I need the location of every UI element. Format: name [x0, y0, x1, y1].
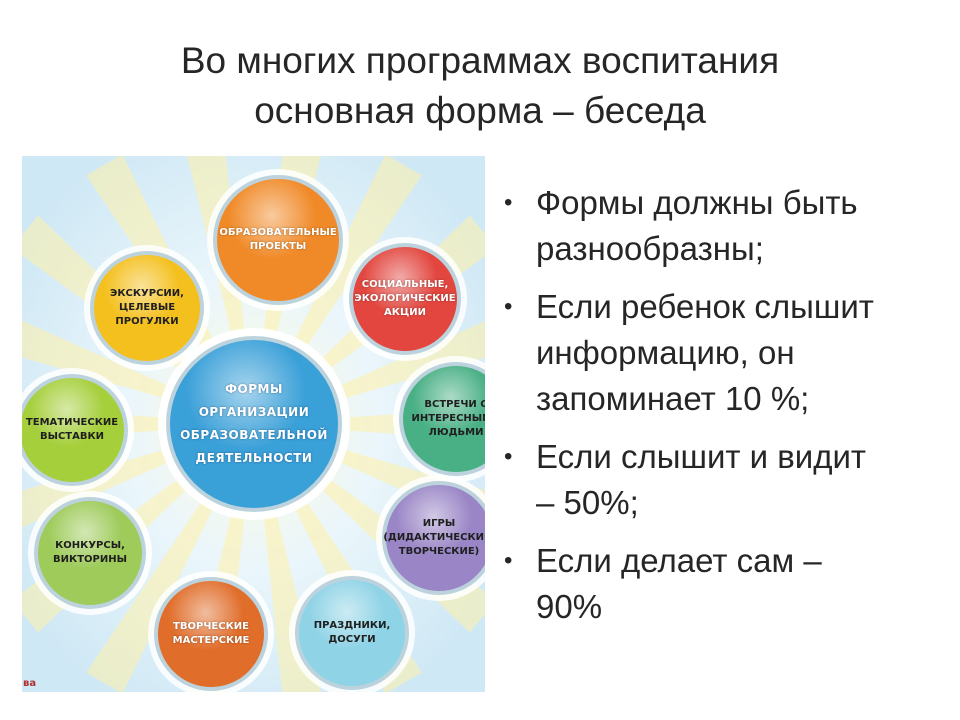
center-circle-label: Формы организации образовательной деятельно…	[180, 378, 328, 470]
form-circle-label: Встречи с интересными людьми	[412, 398, 485, 440]
forms-diagram: Образовательные проектыСоциальные, экологи…	[22, 156, 485, 692]
form-circle-label-line: Социальные,	[361, 279, 449, 290]
title-line: основная форма – беседа	[254, 90, 706, 131]
bullet-text: Если слышит и видит – 50%;	[536, 438, 867, 521]
form-circle-label: Праздники, досуги	[314, 619, 391, 647]
form-circle-label: Социальные, экологические акции	[354, 278, 455, 320]
form-circle-label-line: Творческие	[173, 621, 249, 632]
form-circle-label: Тематические выставки	[26, 416, 118, 444]
bullet-text: Формы должны быть разнообразны;	[536, 184, 858, 267]
bullet-item: • Если ребенок слышит информацию, он запо…	[497, 284, 947, 422]
center-circle-label-line: Формы	[225, 382, 283, 396]
form-circle-label-line: Тематические	[25, 417, 119, 428]
form-circle-label-line: Игры	[422, 518, 456, 529]
bullet-dot: •	[504, 293, 513, 320]
sun-ray	[187, 156, 254, 424]
title-line: Во многих программах воспитания	[180, 40, 780, 81]
form-circle-label-line: (дидактические,	[383, 532, 485, 543]
form-circle-label-line: Образовательные	[219, 227, 337, 238]
form-circle-label-line: Конкурсы,	[55, 540, 125, 551]
form-circle-gloss	[353, 247, 457, 351]
form-circle-label-line: творческие)	[398, 546, 480, 557]
form-circle-label-line: выставки	[39, 431, 105, 442]
bullet-item: • Если слышит и видит – 50%;	[497, 434, 947, 526]
form-circle-label-line: экологические	[354, 293, 456, 304]
form-circle-label-line: Экскурсии,	[110, 288, 184, 299]
form-circle-label: Творческие мастерские	[173, 620, 250, 648]
form-circle-gloss	[158, 581, 264, 687]
bullet-text: Если делает сам – 90%	[536, 542, 822, 625]
form-circle-label-line: целевые	[118, 302, 176, 313]
bullet-text: Если ребенок слышит информацию, он запом…	[536, 288, 874, 417]
form-circle-label-line: проекты	[249, 241, 307, 252]
form-circle-gloss	[299, 580, 405, 686]
form-circle-label: Конкурсы, викторины	[53, 539, 127, 567]
circle-group	[22, 169, 485, 692]
form-circle-label: Экскурсии, целевые прогулки	[110, 287, 184, 329]
bullet-list: • Формы должны быть разнообразны; • Если р…	[497, 180, 947, 642]
diagram-graphic	[22, 156, 485, 692]
form-circle-gloss	[38, 501, 142, 605]
form-circle-label-line: мастерские	[172, 635, 250, 646]
form-circle-gloss	[403, 366, 485, 472]
center-circle-label-line: организации	[198, 405, 310, 419]
form-circle-label-line: викторины	[53, 554, 127, 565]
bullet-dot: •	[504, 189, 513, 216]
form-circle-label-line: интересными	[411, 413, 485, 424]
bullet-item: • Если делает сам – 90%	[497, 538, 947, 630]
form-circle-label-line: людьми	[428, 427, 484, 438]
form-circle-label-line: акции	[384, 307, 426, 318]
center-circle-gloss	[170, 340, 338, 508]
form-circle-label: Образовательные проекты	[219, 226, 336, 254]
form-circle-label: Игры (дидактические, творческие)	[383, 517, 485, 559]
form-circle-gloss	[22, 378, 124, 482]
center-circle-label-line: деятельности	[195, 451, 313, 465]
form-circle-label-line: прогулки	[115, 316, 179, 327]
bullet-dot: •	[504, 547, 513, 574]
form-circle-gloss	[386, 485, 485, 591]
slide-title: Во многих программах воспитания основная…	[60, 36, 900, 136]
form-circle-label-line: досуги	[328, 634, 376, 645]
form-circle-label-line: Праздники,	[313, 620, 391, 631]
bullet-item: • Формы должны быть разнообразны;	[497, 180, 947, 272]
form-circle-gloss	[94, 255, 200, 361]
form-circle-gloss	[217, 179, 339, 301]
corner-badge: ва	[23, 678, 37, 689]
center-circle-label-line: образовательной	[180, 428, 328, 442]
form-circle-label-line: Встречи с	[424, 399, 485, 410]
bullet-dot: •	[504, 443, 513, 470]
